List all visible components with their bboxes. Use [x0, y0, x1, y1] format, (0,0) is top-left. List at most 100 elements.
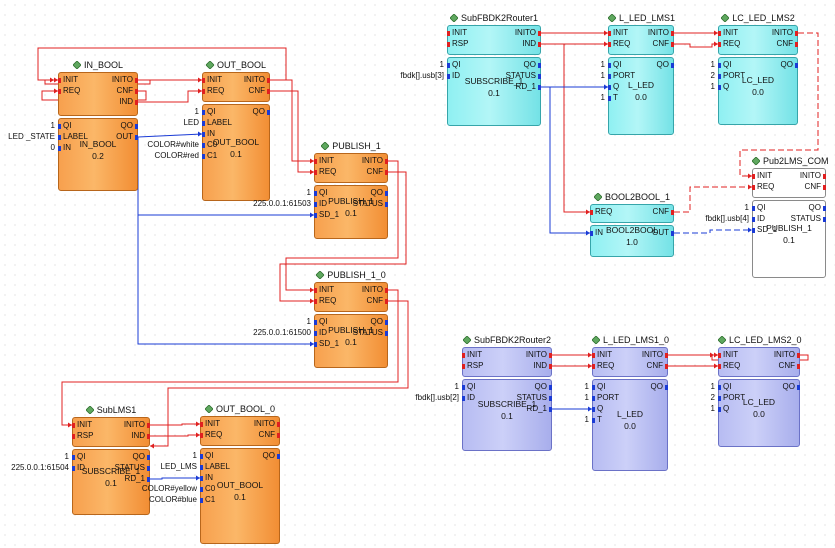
data-output-port-qo[interactable]: QO	[808, 203, 821, 212]
data-input-port-id[interactable]: ID	[757, 214, 765, 223]
parameter-value-id[interactable]: 225.0.0.1:61503	[253, 199, 311, 208]
data-input-port-in[interactable]: IN	[595, 228, 603, 237]
event-output-port-ind[interactable]: IND	[119, 97, 133, 106]
sublms1-rd1-to-out-bool-0-in[interactable]	[150, 477, 200, 480]
data-output-port-rd-1[interactable]: RD_1	[515, 82, 536, 91]
event-output-port-inito[interactable]: INITO	[641, 350, 663, 359]
event-output-port-ind[interactable]: IND	[522, 39, 536, 48]
event-input-port-init[interactable]: INIT	[319, 285, 335, 294]
data-output-port-status[interactable]: STATUS	[114, 463, 145, 472]
parameter-value-qi[interactable]: 1	[306, 188, 311, 197]
data-input-port-port[interactable]: PORT	[613, 71, 636, 80]
data-output-port-out[interactable]: OUT	[116, 132, 133, 141]
data-input-port-qi[interactable]: QI	[207, 107, 216, 116]
event-output-port-cnf[interactable]: CNF	[646, 361, 663, 370]
data-input-port-c1[interactable]: C1	[205, 495, 216, 504]
in-bool-out-to-out-bool-in[interactable]	[137, 133, 203, 138]
data-input-port-port[interactable]: PORT	[597, 393, 620, 402]
data-input-port-in[interactable]: IN	[207, 129, 215, 138]
parameter-value-c1[interactable]: COLOR#blue	[148, 495, 197, 504]
block-instance-name[interactable]: Pub2LMS_COM	[752, 156, 829, 170]
block-instance-name[interactable]: LC_LED_LMS2	[718, 13, 798, 27]
data-input-port-label[interactable]: LABEL	[207, 118, 232, 127]
data-input-port-sd-1[interactable]: SD_1	[757, 225, 778, 234]
data-input-port-qi[interactable]: QI	[63, 121, 72, 130]
parameter-value-port[interactable]: 1	[600, 71, 605, 80]
event-input-port-req[interactable]: REQ	[597, 361, 615, 370]
data-output-port-out[interactable]: OUT	[652, 228, 669, 237]
data-input-port-in[interactable]: IN	[205, 473, 213, 482]
router1-rd1-to-bool2bool-in[interactable]	[541, 86, 590, 234]
publish-1-0-cnf-loop[interactable]	[150, 300, 409, 447]
parameter-value-c1[interactable]: COLOR#red	[154, 151, 199, 160]
event-input-port-init[interactable]: INIT	[63, 75, 79, 84]
lc-led-inito-to-pub2lms-init[interactable]	[739, 32, 819, 177]
event-output-port-cnf[interactable]: CNF	[116, 86, 133, 95]
block-instance-name[interactable]: SubFBDK2Router1	[447, 13, 541, 27]
data-input-port-qi[interactable]: QI	[757, 203, 766, 212]
event-output-port-inito[interactable]: INITO	[514, 28, 536, 37]
parameter-value-id[interactable]: fbdk[].usb[3]	[400, 71, 444, 80]
parameter-value-t[interactable]: 1	[600, 93, 605, 102]
event-input-port-req[interactable]: REQ	[319, 296, 337, 305]
block-instance-name[interactable]: L_LED_LMS1_0	[592, 335, 669, 349]
data-input-port-qi[interactable]: QI	[319, 188, 328, 197]
data-input-port-qi[interactable]: QI	[205, 451, 214, 460]
data-input-port-id[interactable]: ID	[77, 463, 85, 472]
event-output-port-inito[interactable]: INITO	[111, 75, 133, 84]
event-input-port-init[interactable]: INIT	[723, 350, 739, 359]
parameter-value-qi[interactable]: 1	[64, 452, 69, 461]
parameter-value-t[interactable]: 1	[584, 415, 589, 424]
data-input-port-c0[interactable]: C0	[205, 484, 216, 493]
parameter-value-c0[interactable]: COLOR#white	[147, 140, 199, 149]
parameter-value-id[interactable]: fbdk[].usb[4]	[705, 214, 749, 223]
data-output-port-qo[interactable]: QO	[120, 121, 133, 130]
event-input-port-init[interactable]: INIT	[207, 75, 223, 84]
data-output-port-status[interactable]: STATUS	[516, 393, 547, 402]
out-bool-inito-to-publish-1-init[interactable]	[270, 79, 314, 162]
event-input-port-init[interactable]: INIT	[319, 156, 335, 165]
publish-1-inito-to-publish-1-0-init[interactable]	[285, 160, 399, 291]
event-input-port-req[interactable]: REQ	[595, 207, 613, 216]
event-input-port-init[interactable]: INIT	[467, 350, 483, 359]
event-input-port-rsp[interactable]: RSP	[77, 431, 94, 440]
parameter-value-qi[interactable]: 1	[306, 317, 311, 326]
data-input-port-c1[interactable]: C1	[207, 151, 218, 160]
parameter-value-c0[interactable]: COLOR#yellow	[141, 484, 197, 493]
parameter-value-id[interactable]: 225.0.0.1:61500	[253, 328, 311, 337]
data-input-port-qi[interactable]: QI	[613, 60, 622, 69]
event-output-port-cnf[interactable]: CNF	[366, 296, 383, 305]
event-output-port-inito[interactable]: INITO	[771, 28, 793, 37]
parameter-value-q[interactable]: 1	[710, 404, 715, 413]
event-output-port-cnf[interactable]: CNF	[804, 182, 821, 191]
data-input-port-id[interactable]: ID	[452, 71, 460, 80]
data-output-port-qo[interactable]: QO	[534, 382, 547, 391]
parameter-value-port[interactable]: 2	[710, 71, 715, 80]
event-input-port-req[interactable]: REQ	[63, 86, 81, 95]
parameter-value-qi[interactable]: 1	[50, 121, 55, 130]
parameter-value-label[interactable]: LED_LMS	[160, 462, 197, 471]
data-input-port-q[interactable]: Q	[613, 82, 620, 91]
data-output-port-status[interactable]: STATUS	[352, 328, 383, 337]
data-output-port-qo[interactable]: QO	[782, 382, 795, 391]
parameter-value-qi[interactable]: 1	[710, 60, 715, 69]
event-output-port-cnf[interactable]: CNF	[258, 430, 275, 439]
block-instance-name[interactable]: BOOL2BOOL_1	[590, 192, 674, 206]
in-bool-ind-to-out-bool-req[interactable]	[138, 90, 202, 103]
data-output-port-qo[interactable]: QO	[650, 382, 663, 391]
data-input-port-t[interactable]: T	[613, 93, 618, 102]
block-instance-name[interactable]: PUBLISH_1_0	[314, 270, 388, 284]
data-output-port-rd-1[interactable]: RD_1	[124, 474, 145, 483]
event-output-port-inito[interactable]: INITO	[253, 419, 275, 428]
event-input-port-req[interactable]: REQ	[723, 39, 741, 48]
event-input-port-init[interactable]: INIT	[613, 28, 629, 37]
data-output-port-qo[interactable]: QO	[132, 452, 145, 461]
router1-ind-to-bool2bool-req[interactable]	[541, 43, 590, 213]
parameter-value-port[interactable]: 1	[584, 393, 589, 402]
data-output-port-qo[interactable]: QO	[262, 451, 275, 460]
data-input-port-id[interactable]: ID	[467, 393, 475, 402]
